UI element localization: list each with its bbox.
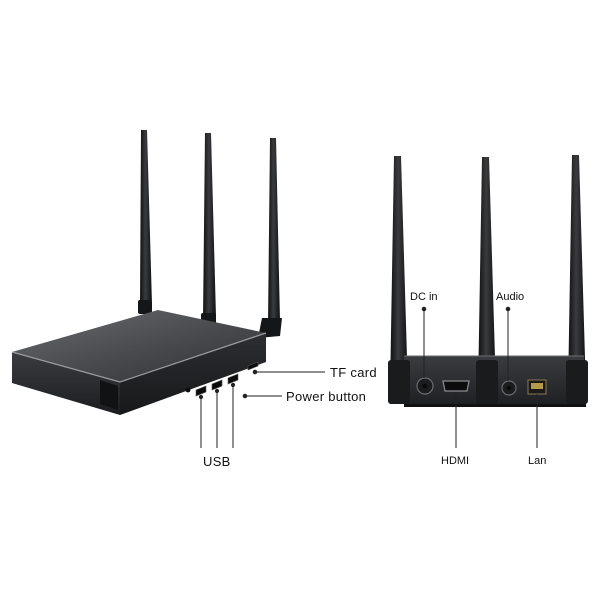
left-usb-port-2	[211, 379, 223, 391]
left-antenna-2	[201, 133, 216, 325]
right-dc-in-port	[416, 377, 434, 395]
right-antenna-3	[568, 155, 586, 392]
right-antenna-1	[390, 156, 408, 392]
left-router-side-face	[120, 333, 266, 415]
right-antenna-2	[478, 157, 496, 392]
tf-card-label: TF card	[330, 365, 377, 380]
lan-label: Lan	[528, 455, 547, 467]
right-hdmi-port	[442, 380, 470, 392]
right-callout-lines	[421, 306, 538, 448]
left-tf-card-slot	[247, 361, 259, 371]
right-lan-port	[527, 379, 547, 395]
left-power-button	[185, 387, 191, 393]
right-audio-port	[501, 380, 517, 396]
left-antenna-1	[138, 130, 152, 314]
left-usb-port-1	[195, 385, 207, 397]
left-router-front-face	[12, 352, 120, 415]
left-usb-port-3	[227, 373, 239, 385]
left-callout-lines	[198, 369, 325, 448]
dc-in-label: DC in	[410, 291, 438, 303]
audio-label: Audio	[496, 291, 525, 303]
right-router	[388, 155, 588, 407]
power-button-label: Power button	[286, 389, 367, 404]
left-router-top-surface	[12, 310, 266, 382]
left-router	[11, 130, 282, 415]
usb-label: USB	[203, 454, 231, 469]
hdmi-label: HDMI	[441, 455, 470, 467]
left-antenna-3	[258, 138, 282, 338]
